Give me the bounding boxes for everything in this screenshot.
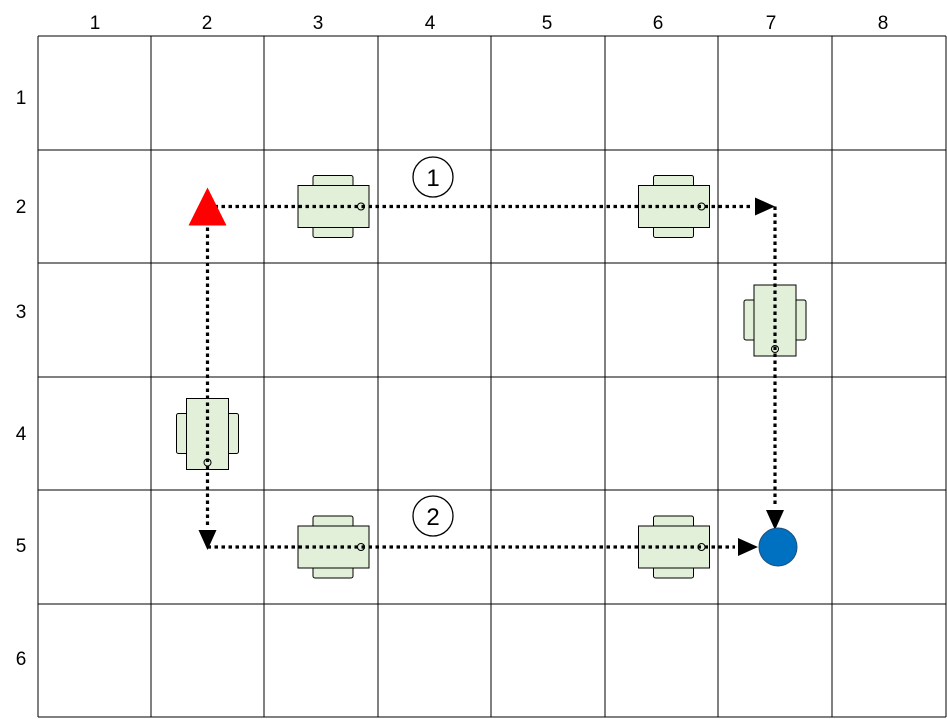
column-label-1: 1	[90, 13, 101, 34]
markers-layer	[188, 187, 798, 567]
column-label-4: 4	[425, 13, 436, 34]
route-2-arrow-a	[198, 530, 217, 550]
row-label-5: 5	[16, 536, 27, 557]
row-label-3: 3	[16, 302, 27, 323]
route-label-2-text: 2	[426, 504, 439, 531]
column-label-5: 5	[542, 13, 553, 34]
column-label-7: 7	[766, 13, 777, 34]
row-label-2: 2	[16, 197, 27, 218]
route-2-arrow-b	[738, 538, 758, 556]
route-label-2: 2	[412, 495, 454, 537]
column-labels: 1 2 3 4 5 6 7 8	[90, 13, 889, 34]
row-label-6: 6	[16, 649, 27, 670]
route-label-1-circle	[412, 156, 454, 198]
route-label-1-text: 1	[426, 165, 439, 192]
column-label-8: 8	[878, 13, 889, 34]
column-label-2: 2	[202, 13, 213, 34]
row-label-4: 4	[16, 424, 27, 445]
grid-lines	[37, 35, 947, 718]
row-labels: 1 2 3 4 5 6	[16, 88, 27, 670]
routes-layer	[198, 197, 784, 556]
route-label-1: 1	[412, 156, 454, 198]
start-triangle-marker	[188, 187, 227, 226]
route-1-arrow-a	[755, 197, 775, 216]
table-2	[638, 175, 710, 238]
route-label-2-circle	[412, 495, 454, 537]
column-label-6: 6	[653, 13, 664, 34]
column-label-3: 3	[313, 13, 324, 34]
end-circle-marker	[758, 527, 798, 567]
tables-layer	[176, 175, 807, 579]
route-1-arrow-b	[766, 510, 784, 530]
row-label-1: 1	[16, 88, 27, 109]
